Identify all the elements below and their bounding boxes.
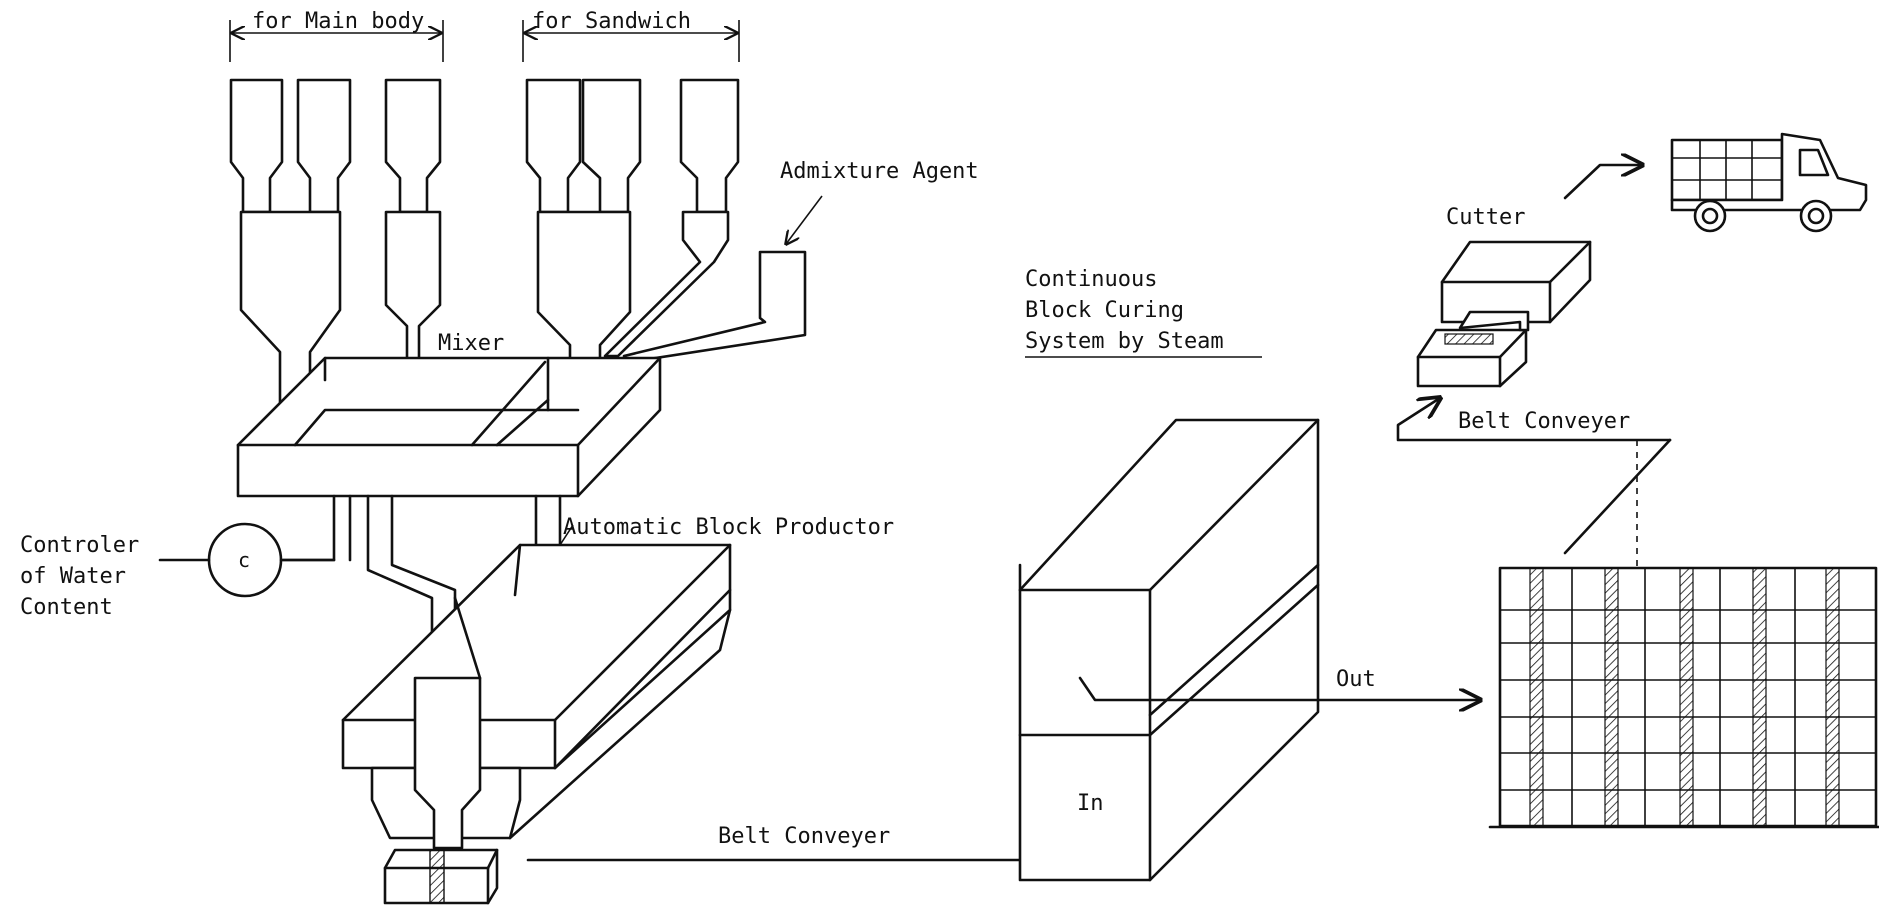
truck-icon xyxy=(1672,134,1866,231)
cutter xyxy=(1418,242,1590,386)
in-label: In xyxy=(1077,788,1104,819)
to-truck-arrow xyxy=(1565,165,1642,198)
out-label: Out xyxy=(1336,664,1376,695)
curing-label-line2: Block Curing xyxy=(1025,295,1184,326)
controller-symbol: c xyxy=(238,545,250,576)
for-sandwich-label: for Sandwich xyxy=(532,6,691,37)
controler-label-line1: Controler xyxy=(20,530,139,561)
concrete-block xyxy=(385,850,497,903)
belt-conveyer-bottom-label: Belt Conveyer xyxy=(718,821,890,852)
mixer-label: Mixer xyxy=(438,328,504,359)
admixture-agent-label: Admixture Agent xyxy=(780,156,979,187)
sandwich-hoppers xyxy=(527,80,738,400)
automatic-block-productor xyxy=(343,525,730,848)
curing-label-line3: System by Steam xyxy=(1025,326,1224,357)
for-main-body-label: for Main body xyxy=(252,6,424,37)
controler-label-line3: Content xyxy=(20,592,113,623)
automatic-block-productor-label: Automatic Block Productor xyxy=(563,512,894,543)
cutter-label: Cutter xyxy=(1446,202,1525,233)
storage-rack xyxy=(1490,440,1879,827)
belt-conveyer-right-label: Belt Conveyer xyxy=(1458,406,1630,437)
controler-label-line2: of Water xyxy=(20,561,126,592)
curing-label-line1: Continuous xyxy=(1025,264,1157,295)
